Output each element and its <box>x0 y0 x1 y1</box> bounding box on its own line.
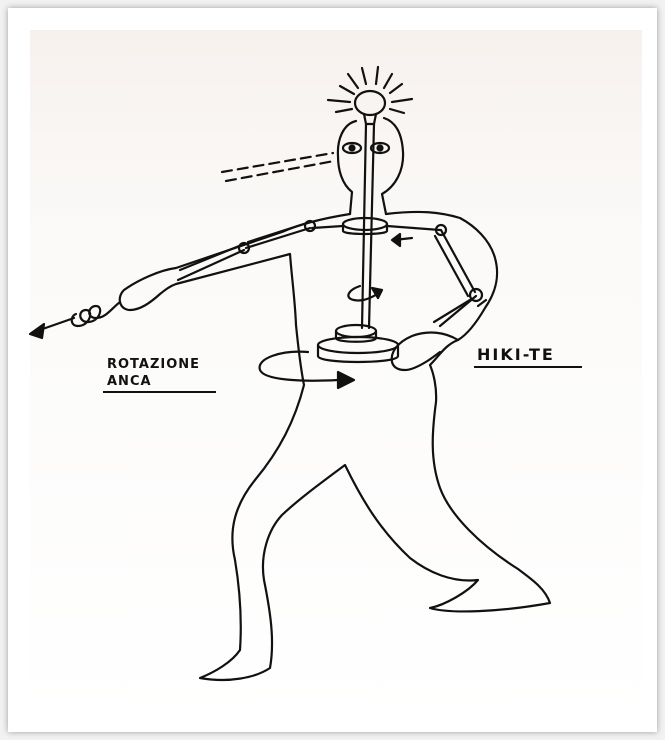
hip-rotation-label-line1: ROTAZIONE <box>107 357 200 372</box>
arm-segments <box>178 222 476 326</box>
hip-rotation-underline <box>103 391 216 393</box>
arrow-head-left <box>30 324 44 338</box>
hip-rotation-arrow <box>260 352 354 388</box>
body-outline <box>120 212 550 680</box>
hiki-te-underline <box>474 366 582 368</box>
hip-rotation-label-line2: ANCA <box>107 374 152 389</box>
hip-plate <box>318 325 398 362</box>
hiki-te-fist <box>392 333 458 370</box>
light-bulb-icon <box>328 67 412 124</box>
torso-rotation-arrow <box>348 286 382 301</box>
head-outline <box>338 118 403 214</box>
shoulder-pull-arrow <box>392 234 412 246</box>
punch-spring-arrow <box>34 302 120 332</box>
hiki-te-label: HIKI-TE <box>477 345 555 364</box>
gaze-lines <box>222 153 334 181</box>
